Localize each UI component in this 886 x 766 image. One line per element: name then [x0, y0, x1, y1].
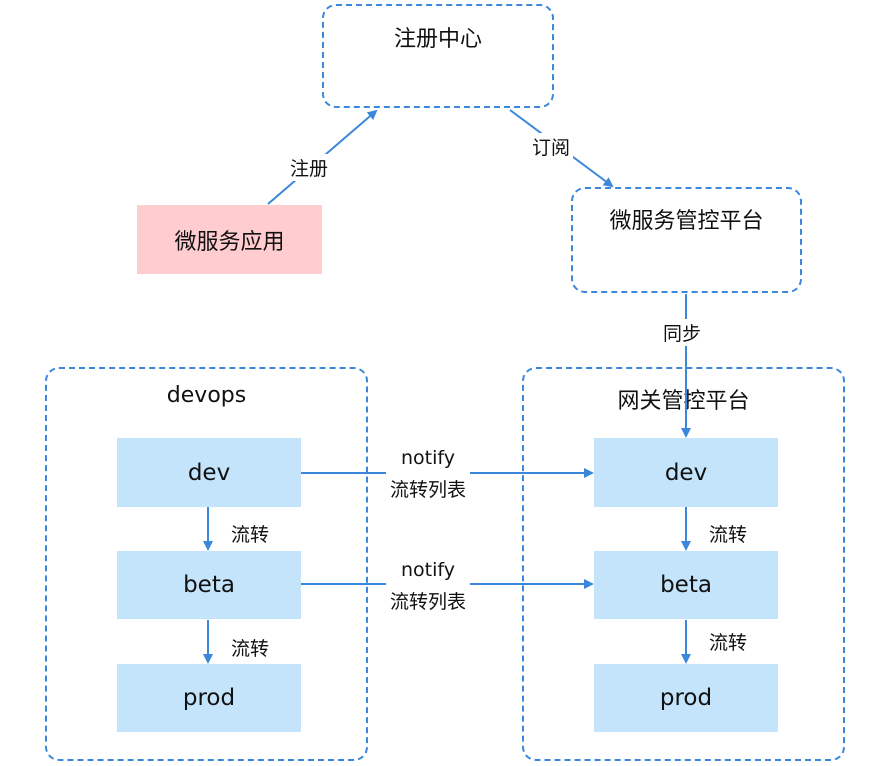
devops-dev-label: dev	[187, 459, 231, 486]
devops-title: devops	[166, 383, 247, 408]
notify-dev-edge-label: notify 流转列表	[386, 442, 471, 506]
gateway-prod-label: prod	[659, 685, 713, 711]
gateway-governance-title: 网关管控平台	[617, 389, 750, 414]
gateway-beta-label: beta	[660, 572, 712, 598]
devops-prod-box: prod	[117, 664, 301, 732]
microservice-app-label: 微服务应用	[174, 229, 285, 255]
gateway-flow-label-2: 流转	[706, 628, 751, 655]
notify-dev-line2: 流转列表	[390, 479, 467, 501]
sync-edge-label: 同步	[660, 319, 705, 346]
notify-beta-line1: notify	[401, 559, 455, 581]
gateway-dev-label: dev	[664, 459, 708, 486]
microservice-app-box: 微服务应用	[137, 205, 322, 274]
gateway-flow-label-1: 流转	[706, 520, 751, 547]
devops-flow-label-2: 流转	[228, 634, 273, 661]
devops-flow-label-1: 流转	[228, 520, 273, 547]
devops-beta-label: beta	[183, 572, 235, 598]
gateway-prod-box: prod	[594, 664, 778, 732]
registry-title: 注册中心	[393, 27, 482, 52]
devops-beta-box: beta	[117, 551, 301, 619]
ms-governance-title: 微服务管控平台	[609, 209, 764, 234]
notify-dev-line1: notify	[401, 447, 455, 469]
register-edge-label: 注册	[287, 154, 332, 181]
notify-beta-line2: 流转列表	[390, 591, 467, 613]
devops-dev-box: dev	[117, 438, 301, 507]
subscribe-edge-label: 订阅	[529, 133, 574, 160]
gateway-beta-box: beta	[594, 551, 778, 619]
devops-prod-label: prod	[182, 685, 236, 711]
gateway-dev-box: dev	[594, 438, 778, 507]
notify-beta-edge-label: notify 流转列表	[386, 554, 471, 618]
ms-governance-box: 微服务管控平台	[571, 187, 802, 293]
registry-box: 注册中心	[322, 4, 554, 108]
